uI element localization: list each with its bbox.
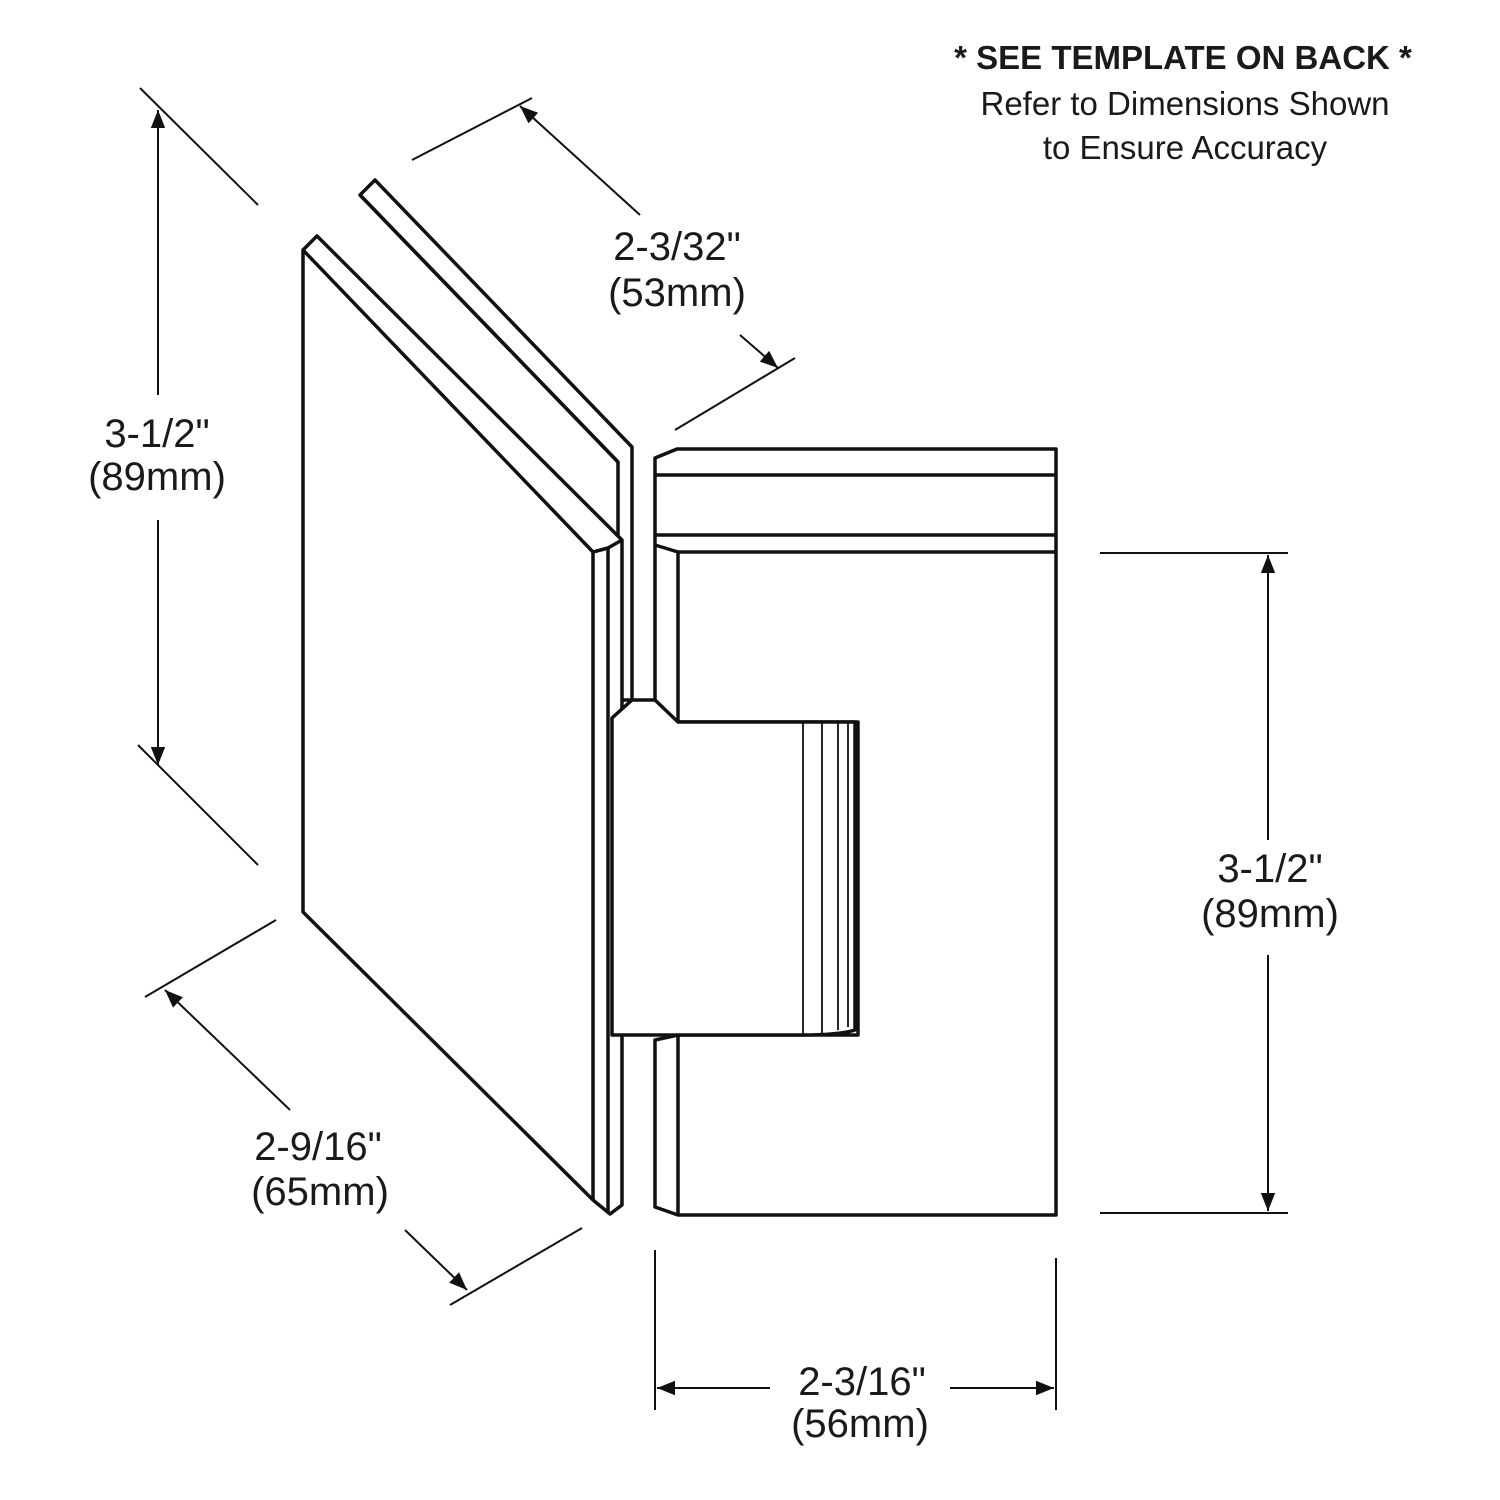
left-height-imperial: 3-1/2" xyxy=(104,412,209,456)
body-width-imperial: 2-3/16" xyxy=(798,1360,926,1404)
hinge-knuckle xyxy=(610,698,857,1037)
template-notice: * SEE TEMPLATE ON BACK * Refer to Dimens… xyxy=(954,39,1412,166)
front-glass-clamp-plate xyxy=(301,234,624,1216)
dimension-plate-width: 2-9/16" (65mm) xyxy=(144,919,583,1306)
notice-title: * SEE TEMPLATE ON BACK * xyxy=(954,39,1412,76)
notice-line-1: Refer to Dimensions Shown xyxy=(980,85,1389,122)
dimension-plate-depth: 2-3/32" (53mm) xyxy=(411,97,796,431)
plate-depth-imperial: 2-3/32" xyxy=(613,225,741,269)
dimension-left-height: 3-1/2" (89mm) xyxy=(88,87,259,866)
dimension-body-width: 2-3/16" (56mm) xyxy=(654,1250,1057,1446)
right-height-imperial: 3-1/2" xyxy=(1217,847,1322,891)
right-height-metric: (89mm) xyxy=(1201,892,1339,936)
notice-line-2: to Ensure Accuracy xyxy=(1043,129,1328,166)
body-width-metric: (56mm) xyxy=(791,1402,929,1446)
plate-width-metric: (65mm) xyxy=(251,1170,389,1214)
dimension-right-height: 3-1/2" (89mm) xyxy=(1100,552,1339,1214)
left-height-metric: (89mm) xyxy=(88,455,226,499)
plate-width-imperial: 2-9/16" xyxy=(254,1125,382,1169)
plate-depth-metric: (53mm) xyxy=(608,271,746,315)
